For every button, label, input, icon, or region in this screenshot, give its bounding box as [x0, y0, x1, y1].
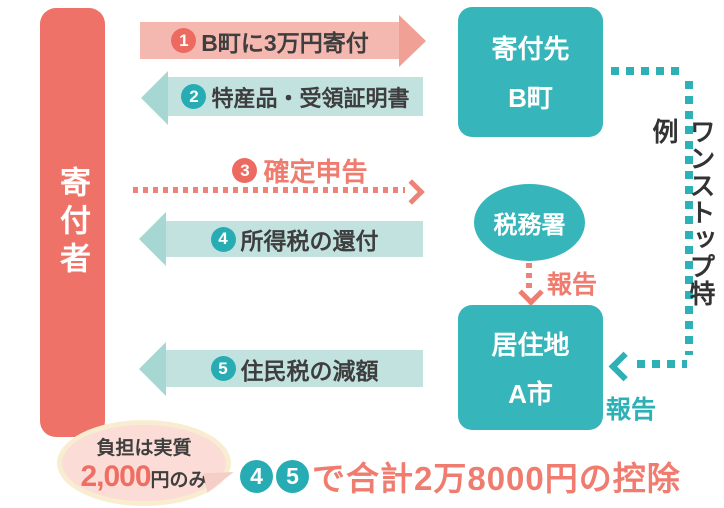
node-tax-office: 税務署 — [474, 184, 585, 261]
flow-refund-arrow: 4 所得税の還付 — [166, 221, 423, 257]
cost-badge-line2: 2,000 円のみ — [80, 460, 207, 494]
recipient-line1: 寄付先 — [491, 34, 570, 64]
step-4-badge: 4 — [210, 226, 236, 252]
flow-goods-label: 特産品・受領証明書 — [211, 85, 410, 111]
onestop-dotted-line-vertical — [685, 81, 693, 355]
cost-badge-suffix: 円のみ — [150, 469, 208, 491]
donor-bar: 寄付者 — [40, 8, 105, 437]
declaration-dotted-line — [133, 187, 405, 193]
summary-step-5-badge: 5 — [276, 459, 309, 493]
report-label-teal: 報告 — [606, 396, 657, 424]
flow-declaration-caption: 3 確定申告 — [160, 152, 440, 189]
flow-declaration-label: 確定申告 — [263, 157, 368, 187]
cost-badge-amount: 2,000 — [80, 459, 151, 493]
node-residence-city: 居住地 A市 — [458, 305, 603, 430]
recipient-line2: B町 — [508, 83, 553, 113]
residence-line2: A市 — [508, 378, 553, 409]
residence-line1: 居住地 — [491, 329, 570, 360]
step-5-badge: 5 — [210, 356, 236, 381]
dotted-arrowhead-left-icon — [608, 351, 639, 382]
flow-donation-arrow: 1 B町に3万円寄付 — [140, 22, 400, 59]
dotted-arrowhead-down-icon — [518, 280, 544, 306]
donor-label: 寄付者 — [55, 165, 90, 280]
report-label-pink: 報告 — [547, 271, 598, 299]
onestop-dotted-line-bottom — [637, 360, 687, 368]
report-dotted-line — [526, 263, 532, 288]
arrow-head-left-icon — [139, 212, 166, 266]
flow-reduction-arrow: 5 住民税の減額 — [166, 350, 423, 387]
flow-donation-label: B町に3万円寄付 — [201, 29, 369, 56]
summary-step-4-badge: 4 — [240, 459, 273, 493]
step-3-badge: 3 — [232, 158, 258, 183]
onestop-dotted-line-top — [611, 67, 686, 75]
arrow-head-left-icon — [139, 342, 166, 396]
cost-badge: 負担は実質 2,000 円のみ — [57, 420, 231, 506]
node-recipient-town: 寄付先 B町 — [458, 7, 603, 137]
tax-office-label: 税務署 — [493, 212, 566, 239]
step-2-badge: 2 — [181, 84, 207, 109]
flow-goods-arrow: 2 特産品・受領証明書 — [168, 77, 423, 116]
deduction-summary-text: で合計2万8000円の控除 — [312, 460, 681, 497]
step-1-badge: 1 — [171, 28, 197, 53]
cost-badge-line1: 負担は実質 — [96, 437, 192, 459]
deduction-summary: 4 5 で合計2万8000円の控除 — [240, 452, 681, 500]
flow-refund-label: 所得税の還付 — [240, 228, 379, 254]
arrow-head-left-icon — [141, 71, 168, 125]
onestop-label: ワンストップ特例 — [649, 118, 716, 307]
flow-reduction-label: 住民税の減額 — [240, 357, 379, 384]
arrow-head-right-icon — [399, 15, 426, 67]
